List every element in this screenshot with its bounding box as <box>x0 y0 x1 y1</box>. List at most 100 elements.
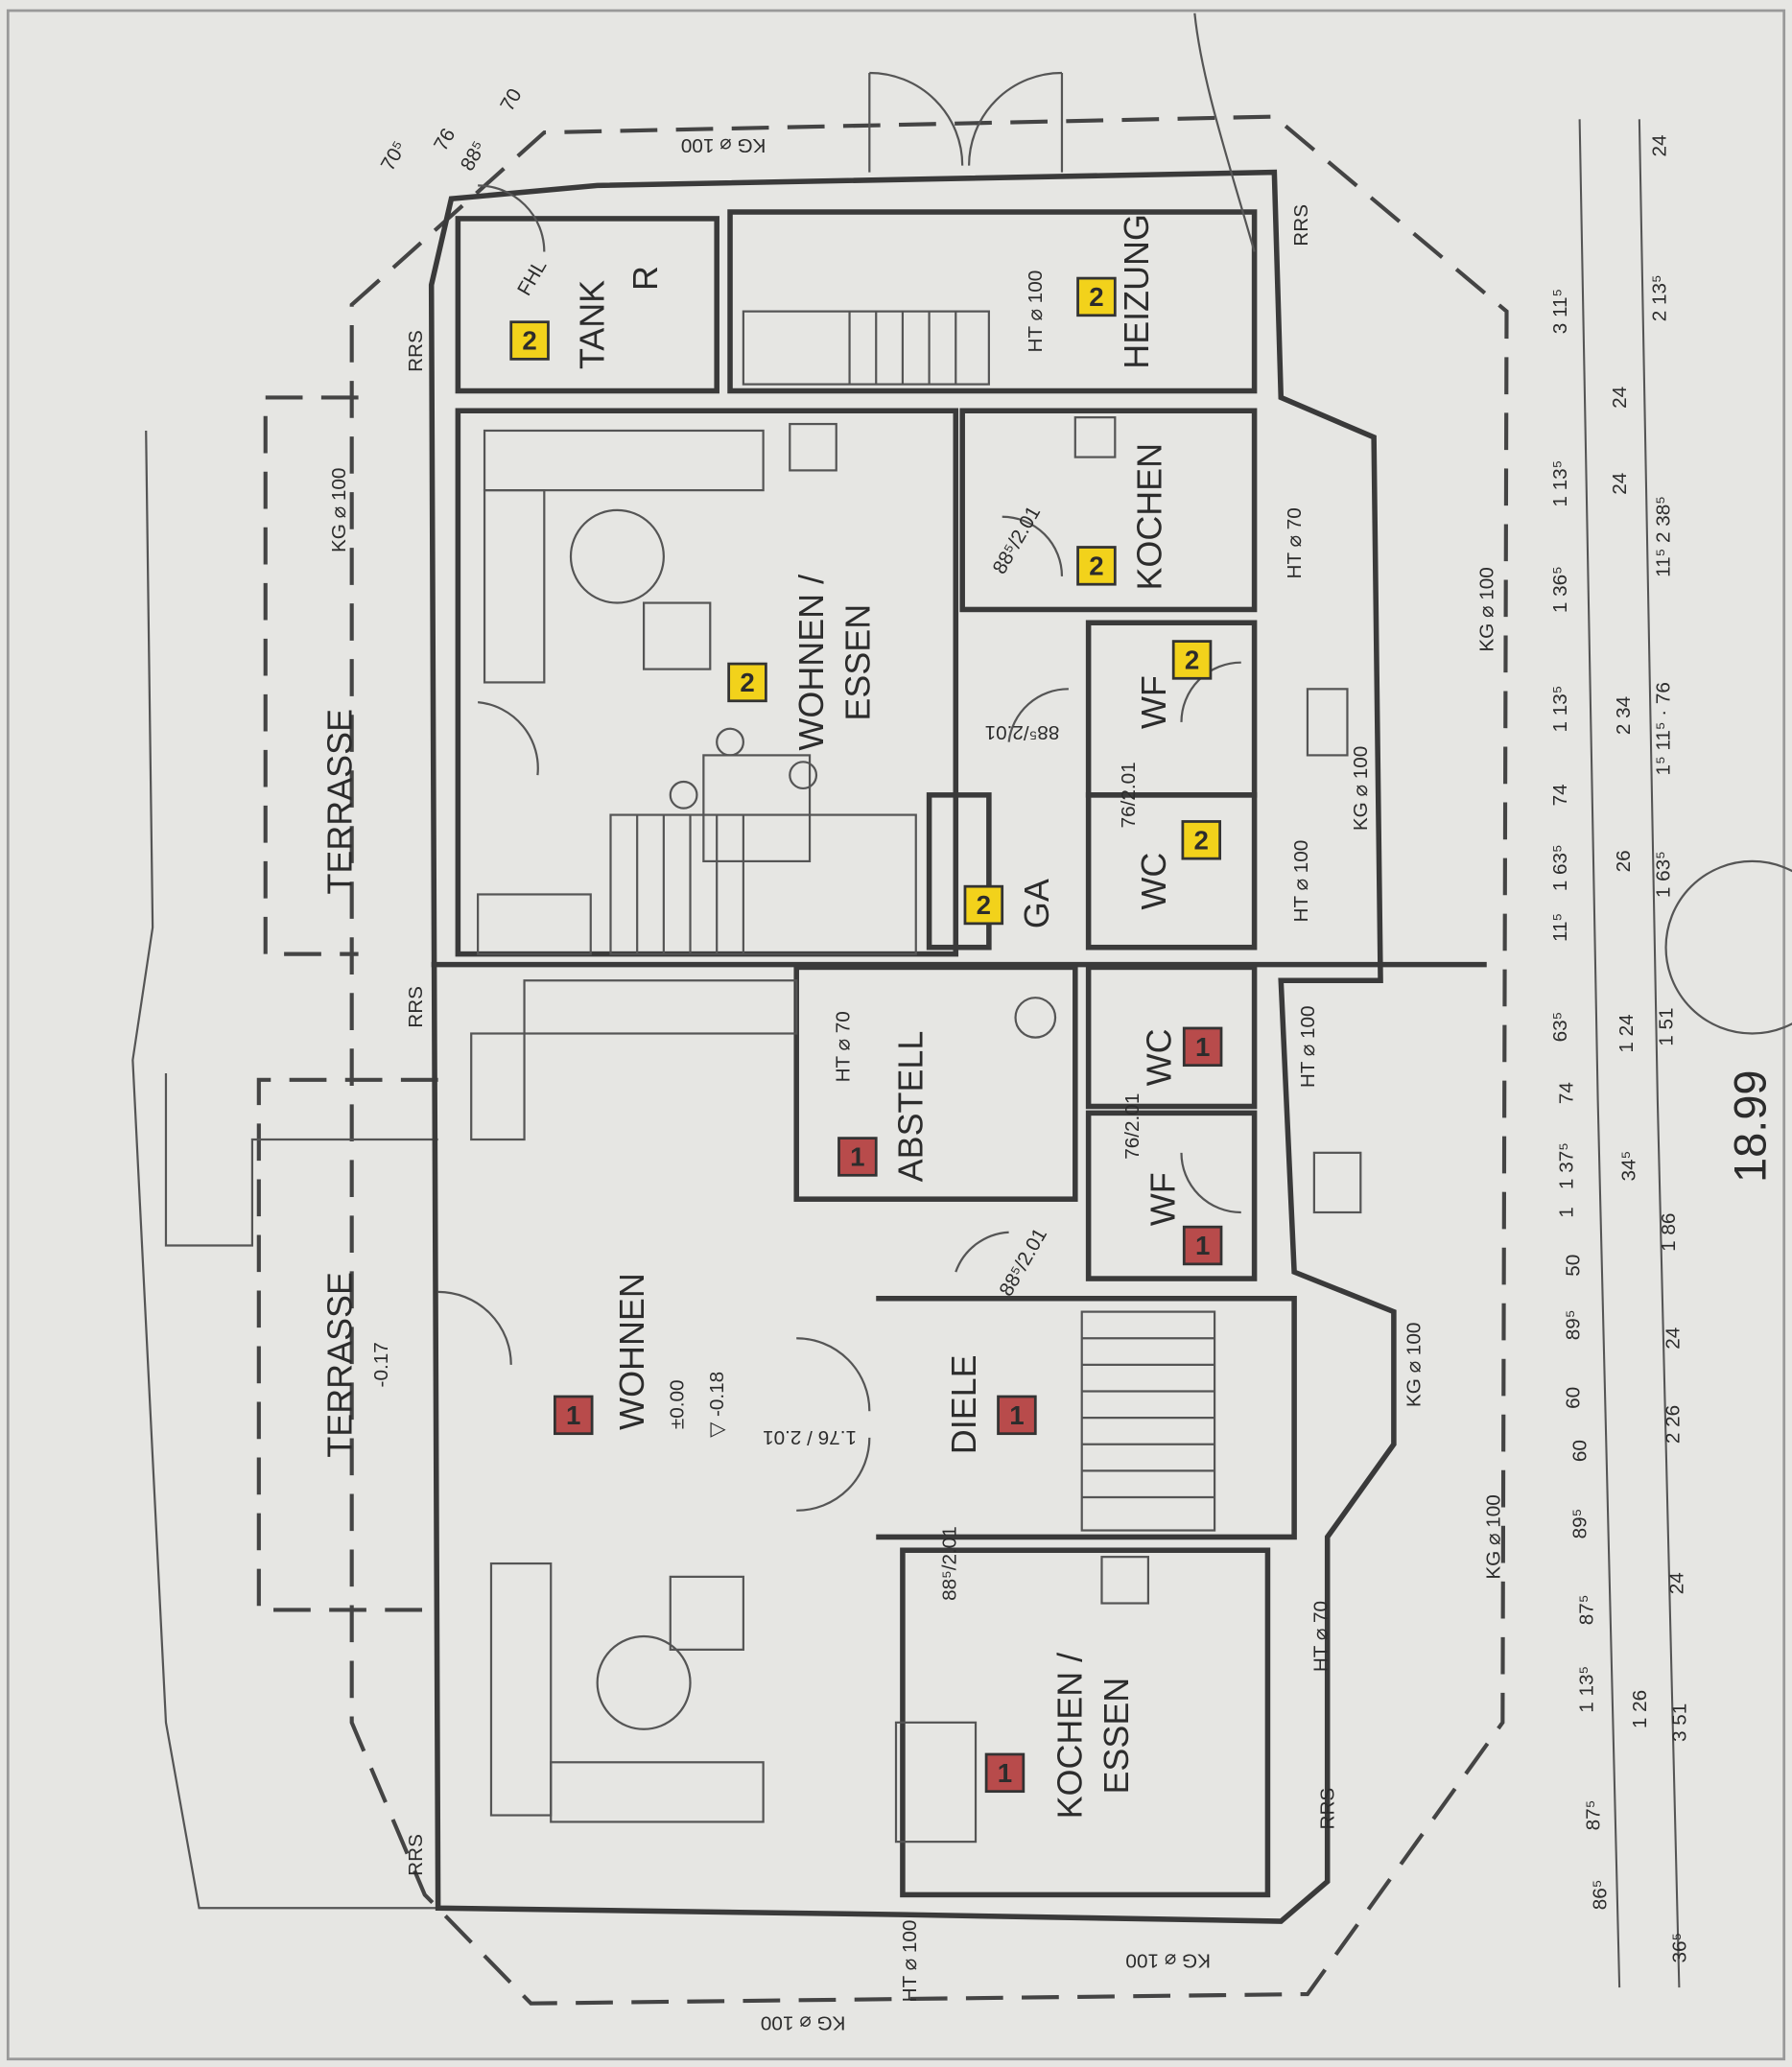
dimension-label: 63⁵ <box>1549 1012 1571 1043</box>
dimension-label: 1 63⁵ <box>1549 844 1571 891</box>
dimension-label: 2 <box>740 668 754 697</box>
dimension-label: 1 <box>850 1142 864 1172</box>
dimension-label: 11⁵ 2 38⁵ <box>1653 496 1675 577</box>
pipe-label: HT ⌀ 100 <box>1297 1005 1319 1088</box>
dimension-label: 2 <box>977 890 991 920</box>
dimension-label: 1 <box>1556 1207 1578 1218</box>
label-wohnen-level: ±0.00 <box>667 1379 689 1429</box>
terrace-top-outline <box>263 395 359 956</box>
pipe-label: KG ⌀ 100 <box>1476 567 1498 651</box>
pipe-label: HT ⌀ 70 <box>833 1011 855 1082</box>
dimension-label: 3 11⁵ <box>1549 289 1571 334</box>
marker-floor-1: 1 <box>554 1395 594 1436</box>
marker-floor-2: 2 <box>727 662 767 703</box>
building-outline <box>428 169 1397 1924</box>
dimension-label: 24 <box>1609 387 1631 409</box>
dimension-label: 2 34 <box>1613 696 1635 735</box>
dimension-label: 1 <box>1195 1231 1210 1260</box>
marker-floor-2: 2 <box>1171 640 1213 680</box>
dimension-label: 34⁵ <box>1618 1151 1640 1182</box>
dimension-label: 2 13⁵ <box>1649 274 1671 321</box>
dimension-label: 1 51 <box>1655 1007 1677 1045</box>
dimension-label: 36⁵ <box>1668 1933 1690 1963</box>
floor-markers: 2 2 2 2 2 2 2 1 1 1 1 1 1 <box>509 276 1223 1794</box>
rrs-label: RRS <box>405 1834 427 1876</box>
pipe-label: HT ⌀ 100 <box>1290 840 1312 923</box>
pipe-label: KG ⌀ 100 <box>1125 1950 1211 1972</box>
label-heizung: HEIZUNG <box>1117 214 1156 369</box>
pipe-label: HT ⌀ 70 <box>1310 1601 1332 1672</box>
rrs-label: RRS <box>405 986 427 1028</box>
room-tank <box>455 216 719 394</box>
dimension-column-3: 24 2 13⁵ 11⁵ 2 38⁵ 1⁵ 11⁵ · 76 1 63⁵ 1 5… <box>1649 134 1691 1962</box>
pipe-label: KG ⌀ 100 <box>761 2012 846 2034</box>
marker-floor-2: 2 <box>509 320 550 361</box>
dimension-column-2: 24 24 2 34 26 1 24 34⁵ 1 26 <box>1609 387 1651 1728</box>
dimension-label: 1 <box>1195 1032 1210 1062</box>
room-wc-top <box>1085 792 1258 951</box>
dimension-label: 24 <box>1666 1572 1688 1594</box>
label-wf-top: WF <box>1134 675 1173 729</box>
door-label: 88⁵/2.01 <box>985 721 1060 743</box>
dimension-label: 89⁵ <box>1569 1509 1592 1539</box>
door-label: 88⁵/2.01 <box>938 1526 960 1601</box>
furniture-top <box>477 416 1117 955</box>
label-wf-bottom: WF <box>1144 1172 1183 1226</box>
property-boundary-dashed <box>349 114 1509 2006</box>
marker-floor-1: 1 <box>1182 1026 1223 1068</box>
dimension-label: 24 <box>1662 1327 1684 1350</box>
room-heizung <box>727 209 1258 394</box>
room-kochen-top <box>959 408 1258 613</box>
dimension-label: 3 51 <box>1668 1703 1690 1742</box>
dimension-label: 2 <box>1089 552 1103 581</box>
label-wc-top: WC <box>1134 853 1173 910</box>
manhole-circle <box>1664 859 1792 1035</box>
pipe-label: KG ⌀ 100 <box>1403 1323 1426 1407</box>
dimension-label: 1 24 <box>1615 1014 1638 1052</box>
terrace-bottom-outline <box>256 1077 438 1612</box>
pipe-label: KG ⌀ 100 <box>681 134 766 156</box>
dimension-label: 1 36⁵ <box>1549 566 1571 613</box>
dimension-label: 60 <box>1563 1387 1585 1409</box>
door-label: 76/2.01 <box>1118 762 1140 828</box>
room-abstell <box>793 964 1078 1202</box>
pipe-label: HT ⌀ 100 <box>899 1920 921 2003</box>
dimension-label: 24 <box>1649 134 1671 156</box>
label-tank: TANK <box>573 280 612 369</box>
label-wohnen-level2: ▽ -0.18 <box>706 1372 728 1438</box>
door-swings <box>437 71 1241 1512</box>
dimension-label: 74 <box>1556 1082 1578 1104</box>
label-terrasse-bottom: TERRASSE <box>320 1272 360 1458</box>
label-terrasse-level: -0.17 <box>370 1342 392 1387</box>
dimension-label: 60 <box>1569 1440 1592 1462</box>
label-kochen-top: KOCHEN <box>1130 443 1169 591</box>
dimension-label: 2 <box>522 326 536 356</box>
marker-floor-2: 2 <box>1076 546 1117 586</box>
garden-outline <box>131 430 438 1910</box>
marker-floor-1: 1 <box>997 1395 1037 1436</box>
pipe-label: KG ⌀ 100 <box>1350 746 1372 831</box>
dimension-label: 50 <box>1563 1255 1585 1277</box>
dimension-label: 86⁵ <box>1589 1880 1611 1911</box>
pipe-label: KG ⌀ 100 <box>1483 1494 1505 1579</box>
dimension-label: 2 <box>1185 646 1199 675</box>
label-wohnen: WOHNEN <box>612 1273 651 1430</box>
dimension-label: 87⁵ <box>1582 1800 1604 1831</box>
marker-floor-1: 1 <box>837 1137 878 1177</box>
marker-floor-1: 1 <box>984 1752 1026 1794</box>
dimension-label: 1 13⁵ <box>1575 1666 1597 1713</box>
label-kochen-essen-line1: KOCHEN / <box>1050 1653 1090 1820</box>
dimension-label: 1 63⁵ <box>1653 851 1675 898</box>
marker-floor-2: 2 <box>1181 820 1222 860</box>
terrace-step <box>164 1072 438 1247</box>
dimension-column-1: 3 11⁵ 1 13⁵ 1 36⁵ 1 13⁵ 74 1 63⁵ 11⁵ 63⁵… <box>1549 289 1612 1910</box>
label-wohnen-essen-line2: ESSEN <box>837 604 877 721</box>
pipe-label: HT ⌀ 100 <box>1025 270 1047 353</box>
door-label: 1.76 / 2.01 <box>763 1426 857 1448</box>
dimension-label: 2 26 <box>1662 1405 1684 1444</box>
label-wc-bottom: WC <box>1139 1028 1178 1086</box>
room-diele <box>876 1296 1297 1540</box>
dimension-label: 1 13⁵ <box>1549 686 1571 733</box>
rrs-label: RRS <box>1317 1788 1339 1830</box>
room-wf-bottom <box>1085 1110 1258 1281</box>
